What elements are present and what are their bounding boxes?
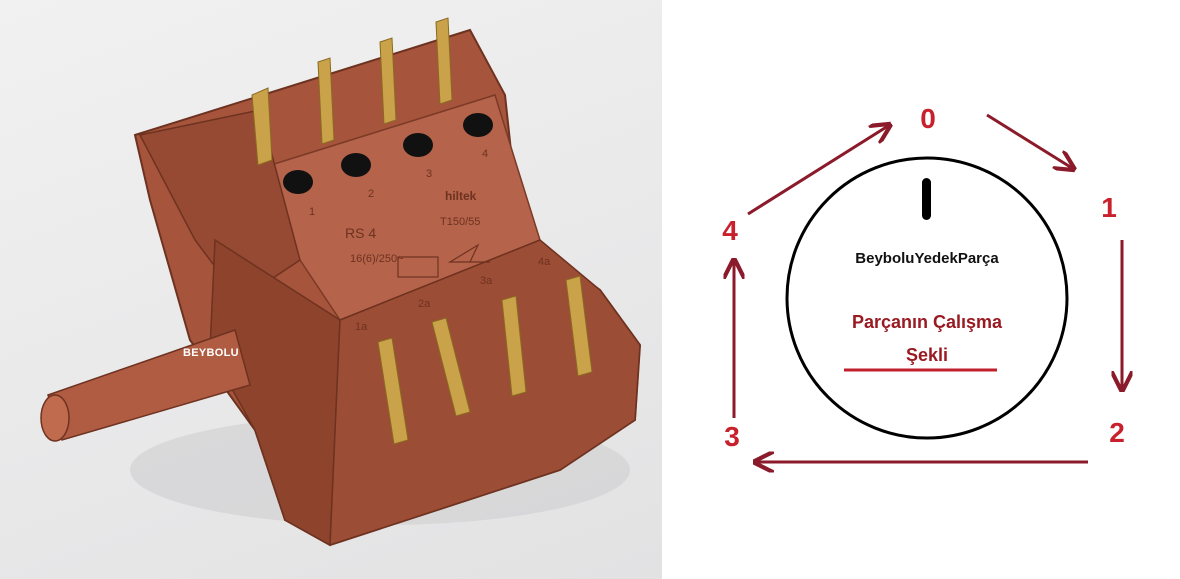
- watermark: BEYBOLU: [183, 347, 239, 359]
- diagram-title-line2: Şekli: [906, 345, 948, 365]
- terminal-label: 4a: [538, 256, 551, 268]
- dial-diagram: BeyboluYedekParça Parçanın Çalışma Şekli…: [722, 103, 1180, 579]
- dial-indicator: [922, 178, 931, 220]
- terminal-label: 1: [309, 206, 315, 218]
- bottom-terminals: [377, 275, 593, 445]
- rating-text: 16(6)/250~: [350, 253, 404, 265]
- terminal-label: 2: [368, 188, 374, 200]
- position-3: 3: [724, 421, 740, 452]
- position-4: 4: [722, 215, 738, 246]
- bottom-terminal-labels: 1a 2a 3a 4a: [355, 256, 551, 333]
- model-text: RS 4: [345, 225, 376, 241]
- diagram-title-line1: Parçanın Çalışma: [852, 312, 1003, 332]
- temp-text: T150/55: [440, 216, 480, 228]
- terminal-holes: [283, 113, 493, 194]
- top-terminals: [251, 17, 453, 166]
- terminal-label: 3a: [480, 275, 493, 287]
- product-photo: 1 2 3 4 RS 4 16(6)/250~ hiltek T150/55 1…: [0, 0, 662, 579]
- terminal-label: 4: [482, 148, 488, 160]
- position-1: 1: [1101, 192, 1117, 223]
- arrow-0-to-1: [986, 113, 1072, 168]
- operation-diagram: BeyboluYedekParça Parçanın Çalışma Şekli…: [662, 0, 1180, 579]
- switch-lower-face: [329, 239, 641, 547]
- dial-brand-text: BeyboluYedekParça: [855, 250, 999, 267]
- arrow-4-to-0: [747, 126, 888, 216]
- terminal-label: 1a: [355, 321, 368, 333]
- terminal-label: 3: [426, 168, 432, 180]
- top-terminal-labels: 1 2 3 4: [309, 148, 488, 218]
- terminal-label: 2a: [418, 298, 431, 310]
- approval-mark: [397, 256, 439, 278]
- rotary-switch-illustration: 1 2 3 4 RS 4 16(6)/250~ hiltek T150/55 1…: [40, 17, 642, 547]
- position-0: 0: [920, 103, 936, 134]
- dial-circle: [785, 156, 1069, 440]
- brand-text: hiltek: [445, 189, 477, 203]
- switch-shaft: [40, 329, 251, 442]
- position-2: 2: [1109, 417, 1125, 448]
- ce-mark: [447, 243, 490, 263]
- case-markings: RS 4 16(6)/250~ hiltek T150/55: [345, 189, 490, 278]
